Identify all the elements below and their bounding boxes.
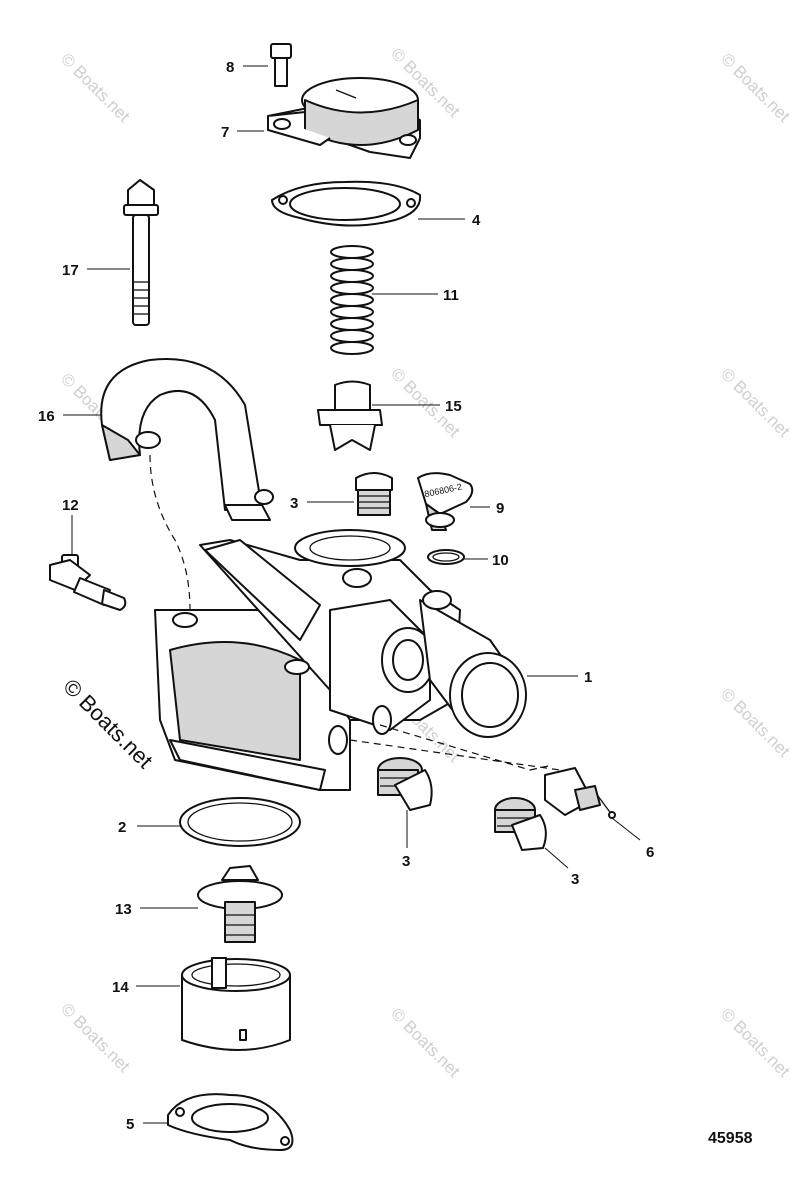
callout-3-lower-right: 3: [571, 871, 579, 888]
alignment-lines: [149, 454, 561, 771]
callout-13: 13: [115, 901, 132, 918]
callout-3-lower-left: 3: [402, 853, 410, 870]
watermark: © Boats.net: [717, 49, 794, 126]
watermark: © Boats.net: [717, 684, 794, 761]
callout-3-top: 3: [290, 495, 298, 512]
part-3-plug-lower-right: [494, 797, 547, 851]
part-10-o-ring: [427, 549, 465, 565]
part-13-thermostat: [197, 865, 283, 943]
callout-12: 12: [62, 497, 79, 514]
part-7-thermostat-cover: [267, 77, 421, 159]
leader-lines: [63, 65, 641, 1124]
part-15-valve: [317, 380, 383, 451]
part-6-temperature-sender: [544, 767, 616, 819]
callout-labels: 8 7 4 11 17 15 16 3 9 10 12 1 2 3 3 6 13…: [38, 59, 654, 1133]
part-2-o-ring: [179, 797, 301, 847]
watermark: © Boats.net: [387, 1004, 464, 1081]
callout-9: 9: [496, 500, 504, 517]
part-5-housing-gasket: [167, 1093, 294, 1151]
watermark: © Boats.net: [717, 1004, 794, 1081]
callout-10: 10: [492, 552, 509, 569]
callout-2: 2: [118, 819, 126, 836]
callout-7: 7: [221, 124, 229, 141]
callout-5: 5: [126, 1116, 134, 1133]
watermark: © Boats.net: [717, 364, 794, 441]
part-17-long-bolt: [123, 179, 159, 326]
callout-16: 16: [38, 408, 55, 425]
part-11-spring: [330, 245, 374, 355]
part-9-fitting: 806806-2: [417, 472, 474, 531]
callout-14: 14: [112, 979, 129, 996]
callout-15: 15: [445, 398, 462, 415]
part-3-plug-top: [355, 472, 393, 516]
callout-8: 8: [226, 59, 234, 76]
part-1-thermostat-housing: [154, 529, 527, 791]
watermark-main: © Boats.net: [58, 674, 157, 773]
figure-number: 45958: [708, 1130, 753, 1147]
part-14-sleeve: [181, 957, 291, 1051]
part-12-sensor: [49, 554, 127, 611]
callout-11: 11: [443, 287, 459, 304]
part-3-plug-lower-left: [377, 757, 433, 811]
callout-4: 4: [472, 212, 481, 229]
watermark: © Boats.net: [57, 49, 134, 126]
part-16-deflector: [100, 358, 274, 521]
watermark: © Boats.net: [57, 999, 134, 1076]
callout-1: 1: [584, 669, 592, 686]
part-4-cover-gasket: [271, 180, 422, 227]
callout-17: 17: [62, 262, 79, 279]
watermark-layer: © Boats.net © Boats.net © Boats.net © Bo…: [57, 44, 794, 1081]
callout-6: 6: [646, 844, 654, 861]
part-8-bolt: [270, 43, 292, 87]
